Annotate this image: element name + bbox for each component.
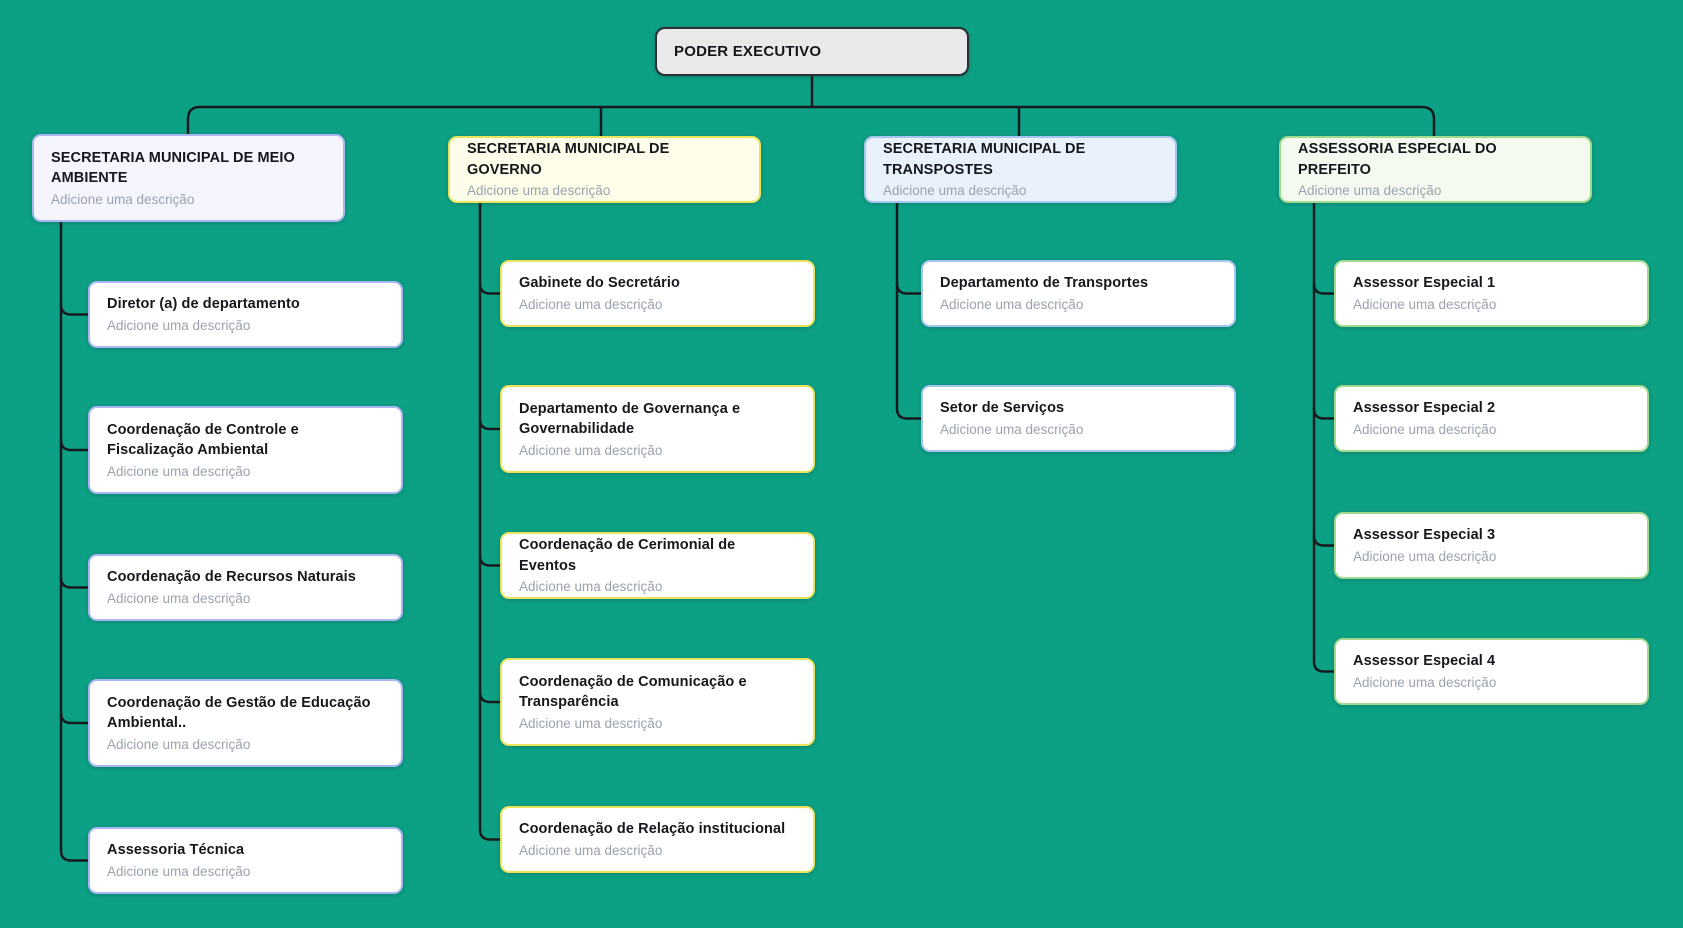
node-description-placeholder: Adicione uma descrição (107, 864, 251, 880)
node-description-placeholder: Adicione uma descrição (519, 843, 663, 859)
node-description-placeholder: Adicione uma descrição (940, 297, 1084, 313)
node-title: Coordenação de Gestão de Educação Ambien… (107, 694, 371, 732)
node-assessor-especial-3[interactable]: Assessor Especial 3 Adicione uma descriç… (1334, 512, 1649, 579)
node-description-placeholder: Adicione uma descrição (107, 736, 251, 752)
node-coordenacao-relacao-institucional[interactable]: Coordenação de Relação institucional Adi… (500, 806, 815, 873)
node-description-placeholder: Adicione uma descrição (519, 442, 663, 458)
node-description-placeholder: Adicione uma descrição (51, 191, 195, 207)
node-title: Assessor Especial 2 (1353, 400, 1496, 417)
node-diretor-departamento[interactable]: Diretor (a) de departamento Adicione uma… (88, 281, 403, 348)
node-title: Setor de Serviços (940, 400, 1065, 417)
node-secretaria-governo[interactable]: SECRETARIA MUNICIPAL DE GOVERNO Adicione… (448, 136, 761, 203)
node-assessor-especial-2[interactable]: Assessor Especial 2 Adicione uma descriç… (1334, 385, 1649, 452)
node-description-placeholder: Adicione uma descrição (940, 422, 1084, 438)
node-assessor-especial-4[interactable]: Assessor Especial 4 Adicione uma descriç… (1334, 638, 1649, 705)
node-title: Departamento de Governança e Governabili… (519, 400, 741, 438)
node-coordenacao-gestao-educacao[interactable]: Coordenação de Gestão de Educação Ambien… (88, 679, 403, 767)
node-description-placeholder: Adicione uma descrição (883, 183, 1027, 199)
node-title: Coordenação de Relação institucional (519, 821, 786, 838)
node-description-placeholder: Adicione uma descrição (1353, 675, 1497, 691)
node-secretaria-meio-ambiente[interactable]: SECRETARIA MUNICIPAL DE MEIO AMBIENTE Ad… (32, 134, 345, 222)
node-description-placeholder: Adicione uma descrição (519, 715, 663, 731)
node-description-placeholder: Adicione uma descrição (107, 318, 251, 334)
node-title: Diretor (a) de departamento (107, 296, 300, 313)
node-description-placeholder: Adicione uma descrição (1353, 549, 1497, 565)
node-title: Assessor Especial 3 (1353, 527, 1496, 544)
node-title: SECRETARIA MUNICIPAL DE GOVERNO (467, 141, 670, 178)
node-title: Coordenação de Recursos Naturais (107, 569, 356, 586)
node-title: Assessor Especial 4 (1353, 653, 1496, 670)
node-assessoria-tecnica[interactable]: Assessoria Técnica Adicione uma descriçã… (88, 827, 403, 894)
node-coordenacao-cerimonial-eventos[interactable]: Coordenação de Cerimonial de Eventos Adi… (500, 532, 815, 599)
node-description-placeholder: Adicione uma descrição (107, 591, 251, 607)
node-coordenacao-comunicacao-transparencia[interactable]: Coordenação de Comunicação e Transparênc… (500, 658, 815, 746)
node-title: Departamento de Transportes (940, 275, 1149, 292)
node-description-placeholder: Adicione uma descrição (519, 579, 663, 595)
node-title: Coordenação de Controle e Fiscalização A… (107, 421, 299, 459)
node-assessoria-especial-prefeito[interactable]: ASSESSORIA ESPECIAL DO PREFEITO Adicione… (1279, 136, 1592, 203)
node-title: Coordenação de Cerimonial de Eventos (519, 537, 736, 574)
node-assessor-especial-1[interactable]: Assessor Especial 1 Adicione uma descriç… (1334, 260, 1649, 327)
node-description-placeholder: Adicione uma descrição (1353, 297, 1497, 313)
node-title: Coordenação de Comunicação e Transparênc… (519, 673, 747, 711)
node-description-placeholder: Adicione uma descrição (1298, 183, 1442, 199)
node-poder-executivo[interactable]: PODER EXECUTIVO (655, 27, 969, 76)
node-description-placeholder: Adicione uma descrição (1353, 422, 1497, 438)
node-gabinete-secretario[interactable]: Gabinete do Secretário Adicione uma desc… (500, 260, 815, 327)
node-title: SECRETARIA MUNICIPAL DE TRANSPOSTES (883, 141, 1086, 178)
node-secretaria-transpostes[interactable]: SECRETARIA MUNICIPAL DE TRANSPOSTES Adic… (864, 136, 1177, 203)
node-description-placeholder: Adicione uma descrição (107, 463, 251, 479)
node-setor-servicos[interactable]: Setor de Serviços Adicione uma descrição (921, 385, 1236, 452)
node-title: Assessoria Técnica (107, 842, 245, 859)
node-coordenacao-controle-fiscalizacao[interactable]: Coordenação de Controle e Fiscalização A… (88, 406, 403, 494)
node-title: Assessor Especial 1 (1353, 275, 1496, 292)
node-departamento-transportes[interactable]: Departamento de Transportes Adicione uma… (921, 260, 1236, 327)
node-title: PODER EXECUTIVO (674, 42, 822, 60)
node-departamento-governanca[interactable]: Departamento de Governança e Governabili… (500, 385, 815, 473)
node-title: Gabinete do Secretário (519, 275, 680, 292)
node-title: ASSESSORIA ESPECIAL DO PREFEITO (1298, 141, 1497, 178)
node-title: SECRETARIA MUNICIPAL DE MEIO AMBIENTE (51, 149, 295, 187)
node-description-placeholder: Adicione uma descrição (467, 183, 611, 199)
node-description-placeholder: Adicione uma descrição (519, 297, 663, 313)
node-coordenacao-recursos-naturais[interactable]: Coordenação de Recursos Naturais Adicion… (88, 554, 403, 621)
